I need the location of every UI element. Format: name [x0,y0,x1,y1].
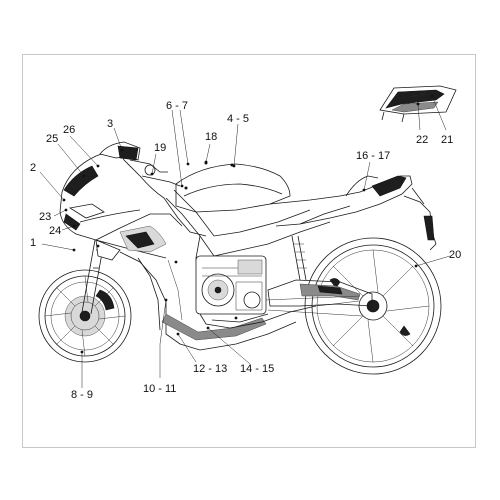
callout-10-11: 10 - 11 [143,383,177,395]
callout-21: 21 [441,134,454,146]
callout-6-7: 6 - 7 [166,100,189,112]
callout-16-17: 16 - 17 [356,150,391,162]
callout-8-9: 8 - 9 [71,389,94,401]
front-wheel [38,269,132,363]
front-fork [81,239,121,315]
tail-decal-detail [379,85,457,123]
callout-23: 23 [39,211,52,223]
seat-tail [269,175,437,251]
fuel-tank [175,161,291,213]
swingarm [265,235,373,317]
callout-24: 24 [49,225,62,237]
leader-lines [39,94,451,388]
callout-12-13: 12 - 13 [193,363,228,375]
callout-20: 20 [449,249,462,261]
windscreen [99,141,181,187]
callout-1: 1 [30,237,37,249]
engine [195,255,317,329]
callout-19: 19 [154,142,167,154]
rear-wheel [304,237,442,375]
callout-4-5: 4 - 5 [227,113,250,125]
fairing [59,149,297,351]
callout-14-15: 14 - 15 [240,363,275,375]
callout-2: 2 [30,162,37,174]
callout-3: 3 [107,118,114,130]
callout-22: 22 [416,134,429,146]
callout-25: 25 [46,133,59,145]
callout-26: 26 [63,124,76,136]
callout-18: 18 [205,131,218,143]
